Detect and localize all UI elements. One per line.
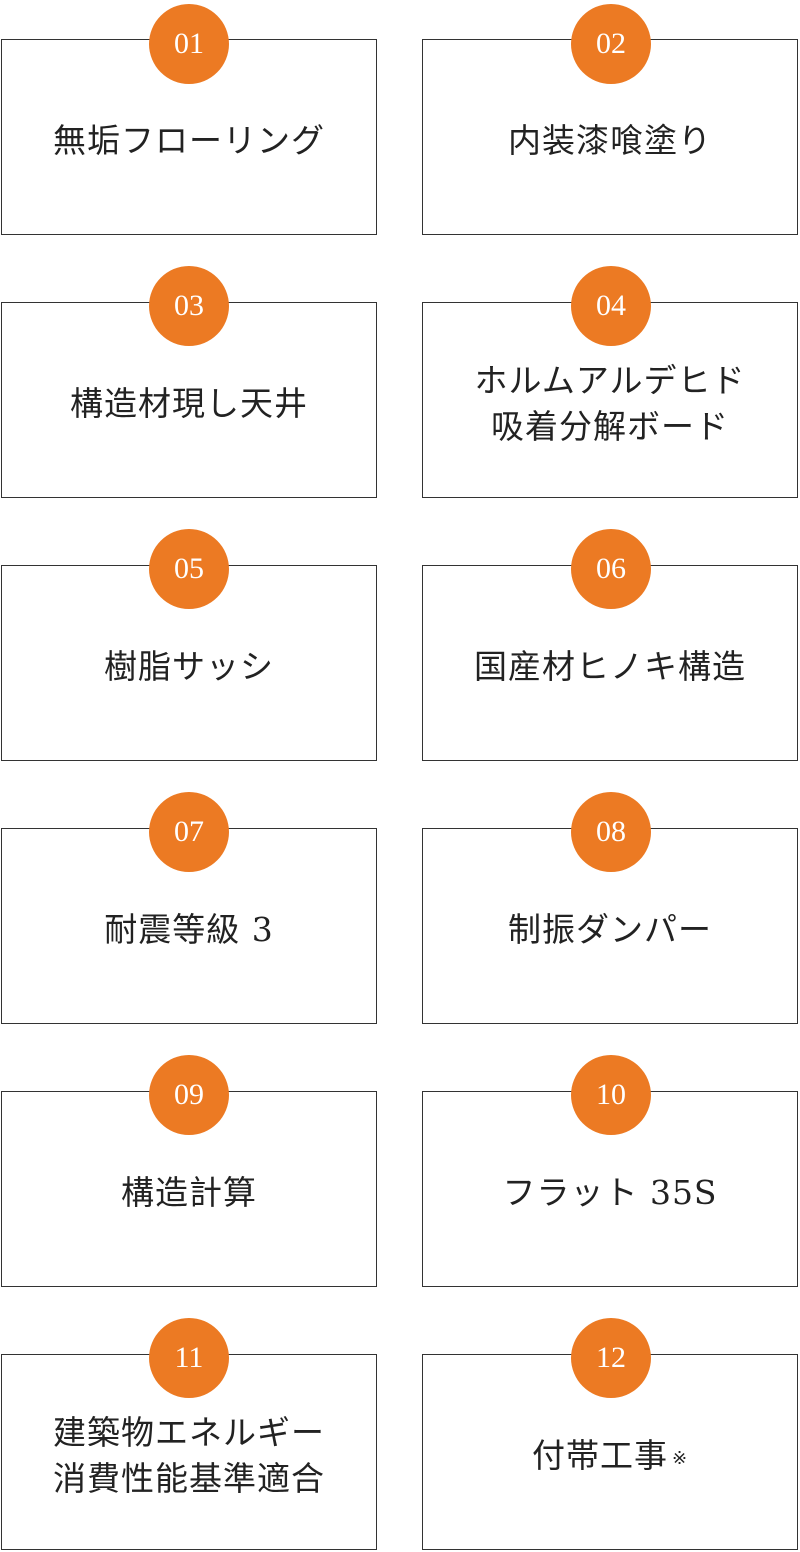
feature-label-with-note: 付帯工事※ [532, 1425, 688, 1479]
feature-label: 樹脂サッシ [104, 647, 274, 687]
number-badge-05: 05 [149, 529, 229, 609]
feature-label: 制振ダンパー [508, 910, 712, 950]
number-badge-01: 01 [149, 4, 229, 84]
number-badge-04: 04 [571, 266, 651, 346]
feature-label: ホルムアルデヒド 吸着分解ボード [474, 361, 746, 446]
number-badge-02: 02 [571, 4, 651, 84]
footnote-mark: ※ [671, 1448, 689, 1470]
feature-label: 耐震等級 3 [104, 910, 274, 950]
feature-label: 無垢フローリング [53, 121, 325, 161]
number-badge-10: 10 [571, 1055, 651, 1135]
number-badge-07: 07 [149, 792, 229, 872]
feature-label: 構造計算 [121, 1173, 257, 1213]
feature-label: 建築物エネルギー 消費性能基準適合 [53, 1413, 325, 1498]
number-badge-06: 06 [571, 529, 651, 609]
number-badge-08: 08 [571, 792, 651, 872]
feature-label: フラット 35S [502, 1173, 718, 1213]
number-badge-12: 12 [571, 1318, 651, 1398]
number-badge-03: 03 [149, 266, 229, 346]
number-badge-09: 09 [149, 1055, 229, 1135]
feature-card-12: 付帯工事※ [422, 1354, 798, 1550]
feature-label: 構造材現し天井 [70, 384, 308, 424]
feature-label: 付帯工事 [531, 1436, 668, 1476]
number-badge-11: 11 [149, 1318, 229, 1398]
feature-label: 国産材ヒノキ構造 [474, 647, 746, 687]
feature-label: 内装漆喰塗り [508, 121, 712, 161]
